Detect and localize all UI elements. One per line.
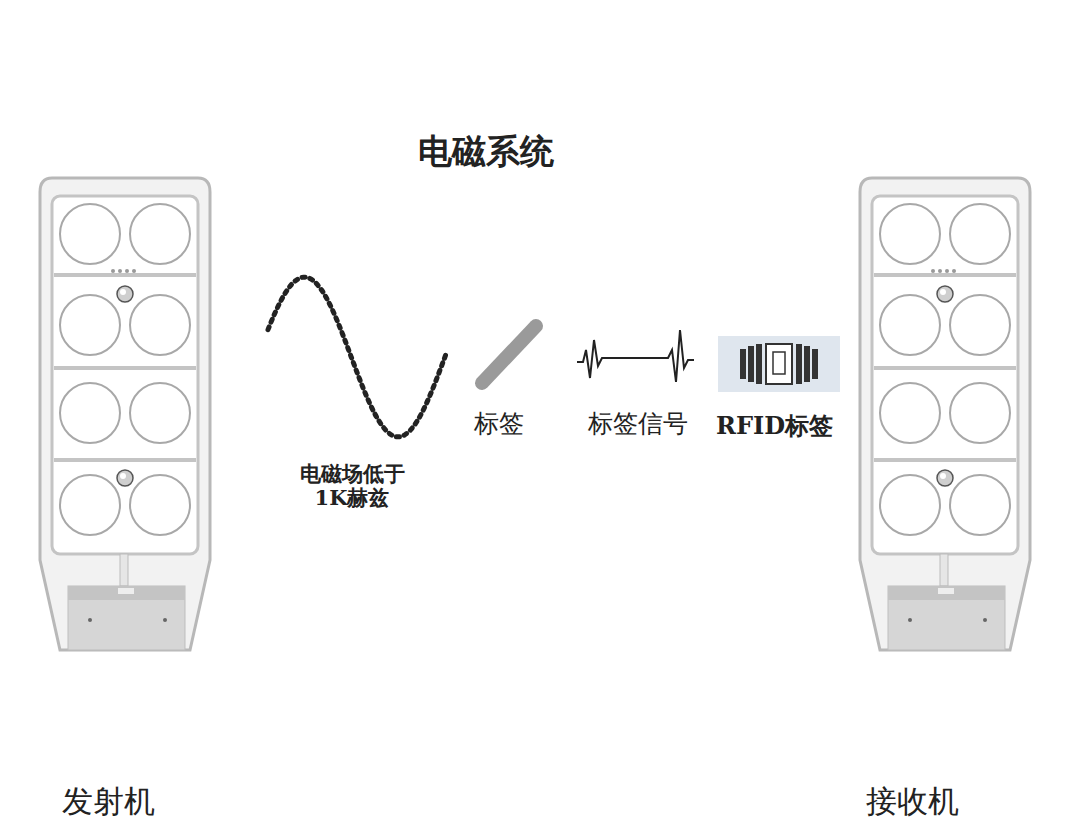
tag-signal-wave bbox=[577, 330, 694, 382]
rfid-tag-icon bbox=[718, 336, 840, 392]
field-note: 电磁场低于1K赫兹 bbox=[298, 462, 406, 510]
transmitter-label: 发射机 bbox=[62, 784, 155, 820]
em-wave bbox=[268, 277, 446, 437]
rfid-label: RFID标签 bbox=[716, 412, 833, 440]
diagram-title: 电磁系统 bbox=[418, 132, 554, 171]
receiver-gate bbox=[860, 178, 1030, 650]
tag-label: 标签 bbox=[474, 410, 524, 439]
transmitter-gate bbox=[40, 178, 210, 650]
signal-label: 标签信号 bbox=[588, 410, 688, 439]
tag-strip bbox=[482, 326, 536, 383]
receiver-label: 接收机 bbox=[866, 784, 959, 820]
